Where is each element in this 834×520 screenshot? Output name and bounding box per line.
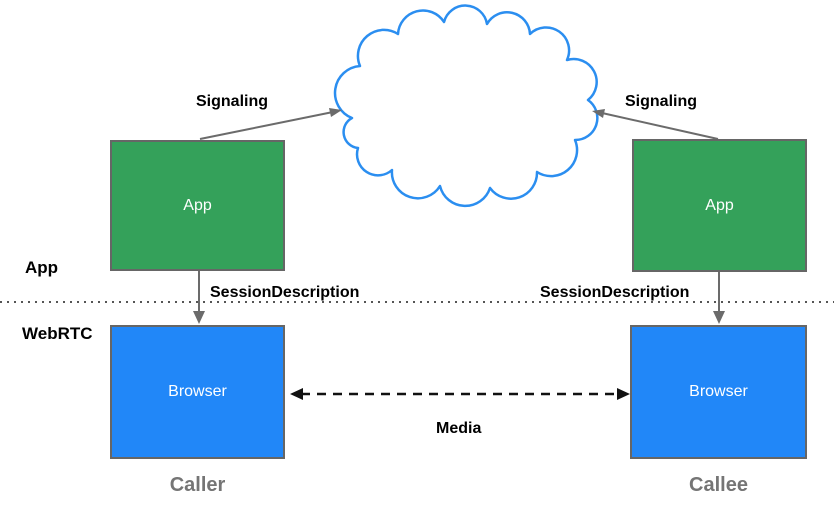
caller-label: Caller [169,474,226,496]
signaling-label-right: Signaling [625,93,697,110]
callee-app-label: App [705,196,734,214]
callee-browser-box: Browser [630,325,807,459]
layer-label-webrtc: WebRTC [22,324,93,343]
session-description-arrow-right [713,271,725,324]
caller-app-box: App [110,140,285,271]
callee-label: Callee [689,474,748,496]
caller-app-label: App [183,196,212,214]
callee-browser-label: Browser [689,383,748,400]
callee-app-box: App [632,139,807,272]
caller-browser-label: Browser [168,383,227,400]
media-arrow [290,388,630,400]
network-cloud-shape [333,4,599,208]
signaling-arrow-left [199,108,342,140]
session-description-label-left: SessionDescription [210,284,360,301]
signaling-arrow-right [592,109,719,140]
caller-browser-box: Browser [110,325,285,459]
session-description-label-right: SessionDescription [540,284,690,301]
layer-label-app: App [25,258,59,277]
signaling-label-left: Signaling [196,93,268,110]
media-label: Media [436,420,482,437]
session-description-arrow-left [193,271,205,324]
